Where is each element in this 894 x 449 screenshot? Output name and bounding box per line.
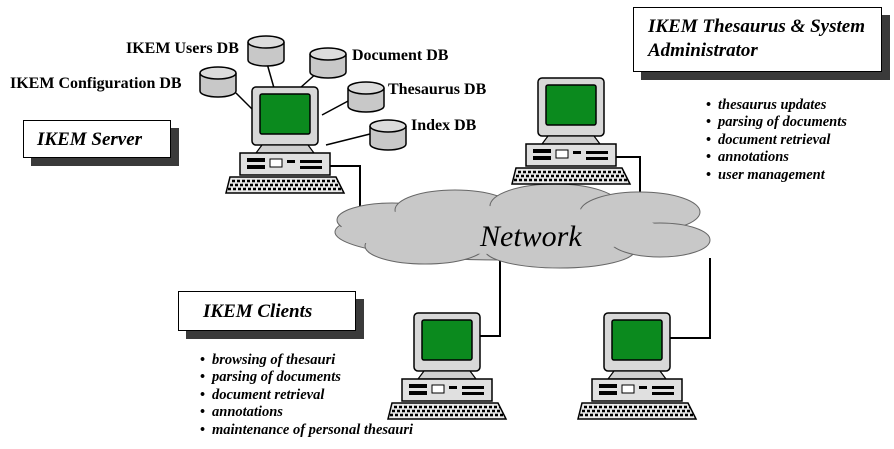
list-item: browsing of thesauri <box>200 352 413 369</box>
admin-title-box: IKEM Thesaurus & System Administrator <box>633 7 882 72</box>
admin-title-line1: IKEM Thesaurus & System <box>648 16 865 37</box>
users-db-label: IKEM Users DB <box>126 40 239 57</box>
clients-title-box: IKEM Clients <box>178 291 356 331</box>
list-item: parsing of documents <box>200 369 413 386</box>
thesaurus-db-icon <box>347 81 385 113</box>
list-item: user management <box>706 167 847 184</box>
configuration-db-label: IKEM Configuration DB <box>10 75 182 92</box>
client-link-1 <box>472 258 501 337</box>
admin-title-line2: Administrator <box>648 40 758 61</box>
list-item: maintenance of personal thesauri <box>200 422 413 439</box>
index-db-icon <box>369 119 407 151</box>
network-label: Network <box>480 220 582 253</box>
clients-task-list: browsing of thesauri parsing of document… <box>200 352 413 439</box>
admin-computer-icon <box>510 76 632 186</box>
list-item: parsing of documents <box>706 114 847 131</box>
list-item: annotations <box>706 149 847 166</box>
document-db-icon <box>309 47 347 79</box>
document-db-label: Document DB <box>352 47 449 64</box>
server-link <box>330 165 361 208</box>
list-item: thesaurus updates <box>706 97 847 114</box>
list-item: document retrieval <box>200 387 413 404</box>
server-title-box: IKEM Server <box>23 120 171 158</box>
server-title: IKEM Server <box>37 129 143 150</box>
list-item: annotations <box>200 404 413 421</box>
network-cloud <box>334 183 711 269</box>
client-link-2 <box>660 258 711 339</box>
admin-task-list: thesaurus updates parsing of documents d… <box>706 97 847 184</box>
users-db-icon <box>247 35 285 67</box>
client-computer-icon <box>576 311 698 421</box>
list-item: document retrieval <box>706 132 847 149</box>
thesaurus-db-label: Thesaurus DB <box>388 81 487 98</box>
configuration-db-icon <box>199 66 237 98</box>
server-computer-icon <box>224 85 346 195</box>
clients-title: IKEM Clients <box>203 301 313 322</box>
index-db-label: Index DB <box>411 117 477 134</box>
